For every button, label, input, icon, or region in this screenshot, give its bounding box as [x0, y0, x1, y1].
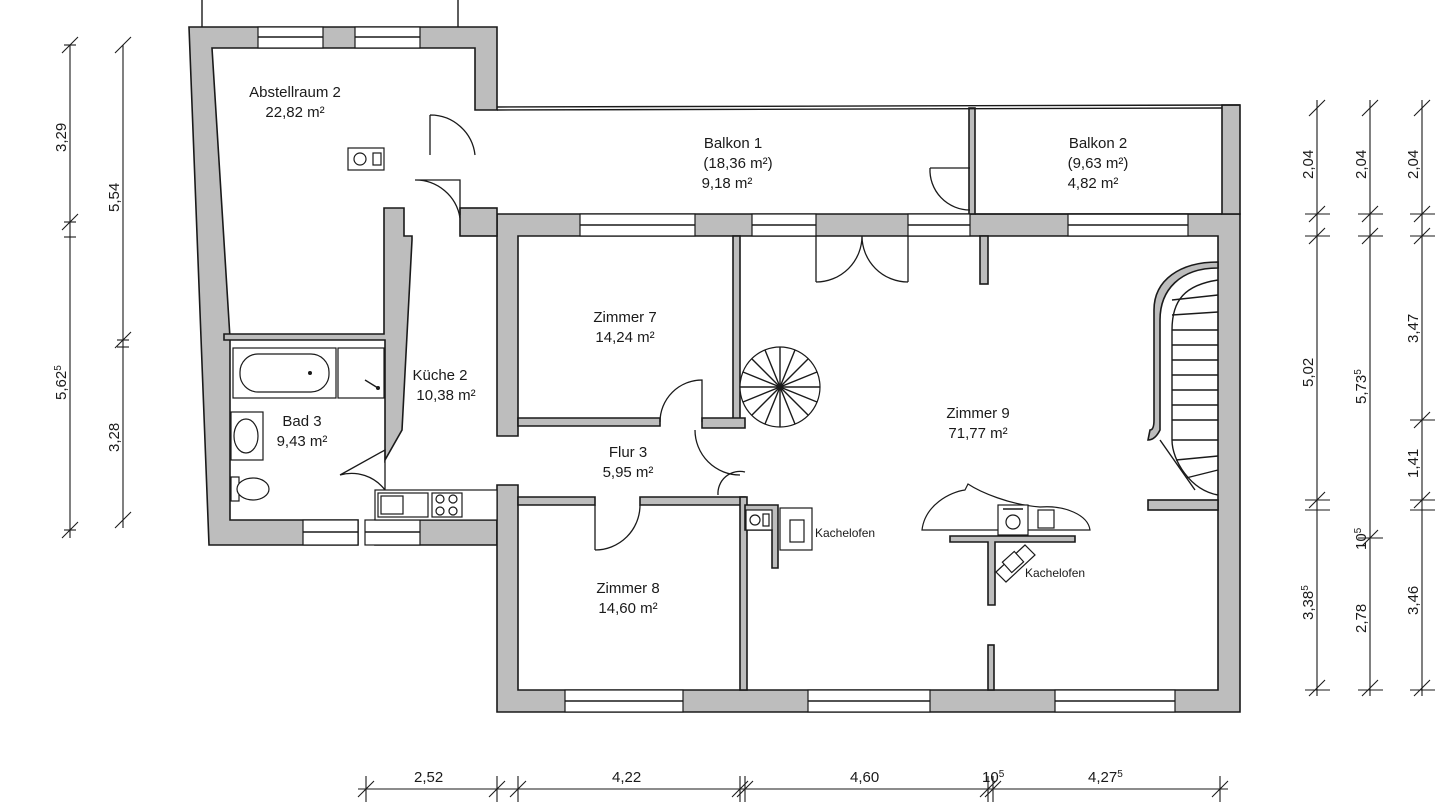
door-zimmer8: [594, 504, 641, 551]
wall-storage-stub: [459, 207, 498, 237]
doors: [339, 114, 971, 551]
dim-left-outer-1: 3,29: [53, 123, 70, 152]
room-name-zimmer7: Zimmer 7: [593, 309, 656, 326]
door-flur-zimmer9: [694, 429, 746, 496]
room-name-bad3: Bad 3: [282, 413, 321, 430]
dim-right2-2: 5,735: [1353, 369, 1370, 404]
room-area-abstellraum2: 22,82 m²: [265, 104, 324, 121]
dim-left-inner-2: 3,28: [106, 423, 123, 452]
room-labels: Abstellraum 2 22,82 m² Balkon 1 (18,36 m…: [249, 84, 1128, 617]
wall-oven-center: [949, 535, 1076, 606]
door-storage-balcony: [429, 114, 476, 156]
door-zimmer7: [659, 379, 703, 423]
wall-zimmer7-bottom: [517, 417, 746, 429]
room-name-zimmer8: Zimmer 8: [596, 580, 659, 597]
dim-right1-3: 3,385: [1300, 585, 1317, 620]
room-area-zimmer7: 14,24 m²: [595, 329, 654, 346]
door-double-zimmer9: [815, 235, 909, 283]
wall-zimmer7-right: [732, 235, 741, 427]
room-name-flur3: Flur 3: [609, 444, 647, 461]
shower: [337, 347, 385, 399]
wall-zimmer8-top: [517, 496, 746, 506]
label-kachelofen-left: Kachelofen: [815, 526, 875, 540]
room-area-balkon2: 4,82 m²: [1068, 175, 1119, 192]
room-name-balkon2: Balkon 2: [1069, 135, 1127, 152]
fixtures: [230, 147, 1219, 583]
bathtub-inner: [239, 353, 330, 393]
room-area-balkon1: 9,18 m²: [702, 175, 753, 192]
wall-zimmer8-right: [739, 496, 748, 691]
dimension-lines: [61, 36, 1435, 802]
kachelofen-center: [921, 483, 1091, 583]
room-name-abstellraum2: Abstellraum 2: [249, 84, 341, 101]
dim-right2-1: 2,04: [1353, 150, 1370, 179]
room-area-kueche2: 10,38 m²: [416, 387, 475, 404]
room-area-zimmer9: 71,77 m²: [948, 425, 1007, 442]
dim-right2-3: 105: [1353, 527, 1370, 550]
door-balkon2: [929, 167, 971, 211]
bath-toilet: [236, 477, 270, 501]
dim-bottom-3: 4,60: [850, 769, 879, 786]
wall-zimmer9-stub-top: [979, 235, 989, 285]
room-area-gross-balkon1: (18,36 m²): [703, 155, 772, 172]
dim-bottom-4: 105: [982, 769, 1005, 786]
dim-bottom-1: 2,52: [414, 769, 443, 786]
spiral-staircase: [739, 346, 821, 428]
dim-right1-1: 2,04: [1300, 150, 1317, 179]
wall-stair-ledge: [1147, 499, 1219, 511]
wall-left-wing: [188, 26, 498, 546]
door-bad: [339, 448, 386, 491]
balcony-rail-inner: [496, 107, 1223, 111]
wall-zimmer9-stub-bottom: [987, 644, 995, 691]
label-kachelofen-right: Kachelofen: [1025, 566, 1085, 580]
wall-storage-partition: [223, 207, 413, 464]
wall-balcony-partition: [968, 107, 976, 215]
room-name-kueche2: Küche 2: [412, 367, 467, 384]
curved-staircase: [1147, 261, 1219, 496]
dim-right3-2: 3,47: [1405, 314, 1422, 343]
dim-left-inner-1: 5,54: [106, 183, 123, 212]
door-kitchen-top: [414, 179, 461, 219]
dim-right2-4: 2,78: [1353, 604, 1370, 633]
dim-right1-2: 5,02: [1300, 358, 1317, 387]
dim-right3-3: 1,41: [1405, 449, 1422, 478]
room-area-gross-balkon2: (9,63 m²): [1068, 155, 1129, 172]
room-name-balkon1: Balkon 1: [704, 135, 762, 152]
dim-bottom-5: 4,275: [1088, 769, 1123, 786]
dim-right3-1: 2,04: [1405, 150, 1422, 179]
dim-left-outer-2: 5,625: [53, 365, 70, 400]
wall-main-block: [496, 213, 1241, 713]
dimension-labels: 3,29 5,625 5,54 3,28 2,04 5,02 3,385 2,0…: [53, 123, 1422, 786]
room-area-bad3: 9,43 m²: [277, 433, 328, 450]
wall-balcony-edge: [1221, 104, 1241, 215]
room-name-zimmer9: Zimmer 9: [946, 405, 1009, 422]
dim-bottom-2: 4,22: [612, 769, 641, 786]
kachelofen-left: [745, 507, 813, 551]
dim-right3-4: 3,46: [1405, 586, 1422, 615]
room-area-flur3: 5,95 m²: [603, 464, 654, 481]
room-area-zimmer8: 14,60 m²: [598, 600, 657, 617]
balcony-rail: [496, 104, 1241, 108]
windows: [257, 26, 1189, 713]
